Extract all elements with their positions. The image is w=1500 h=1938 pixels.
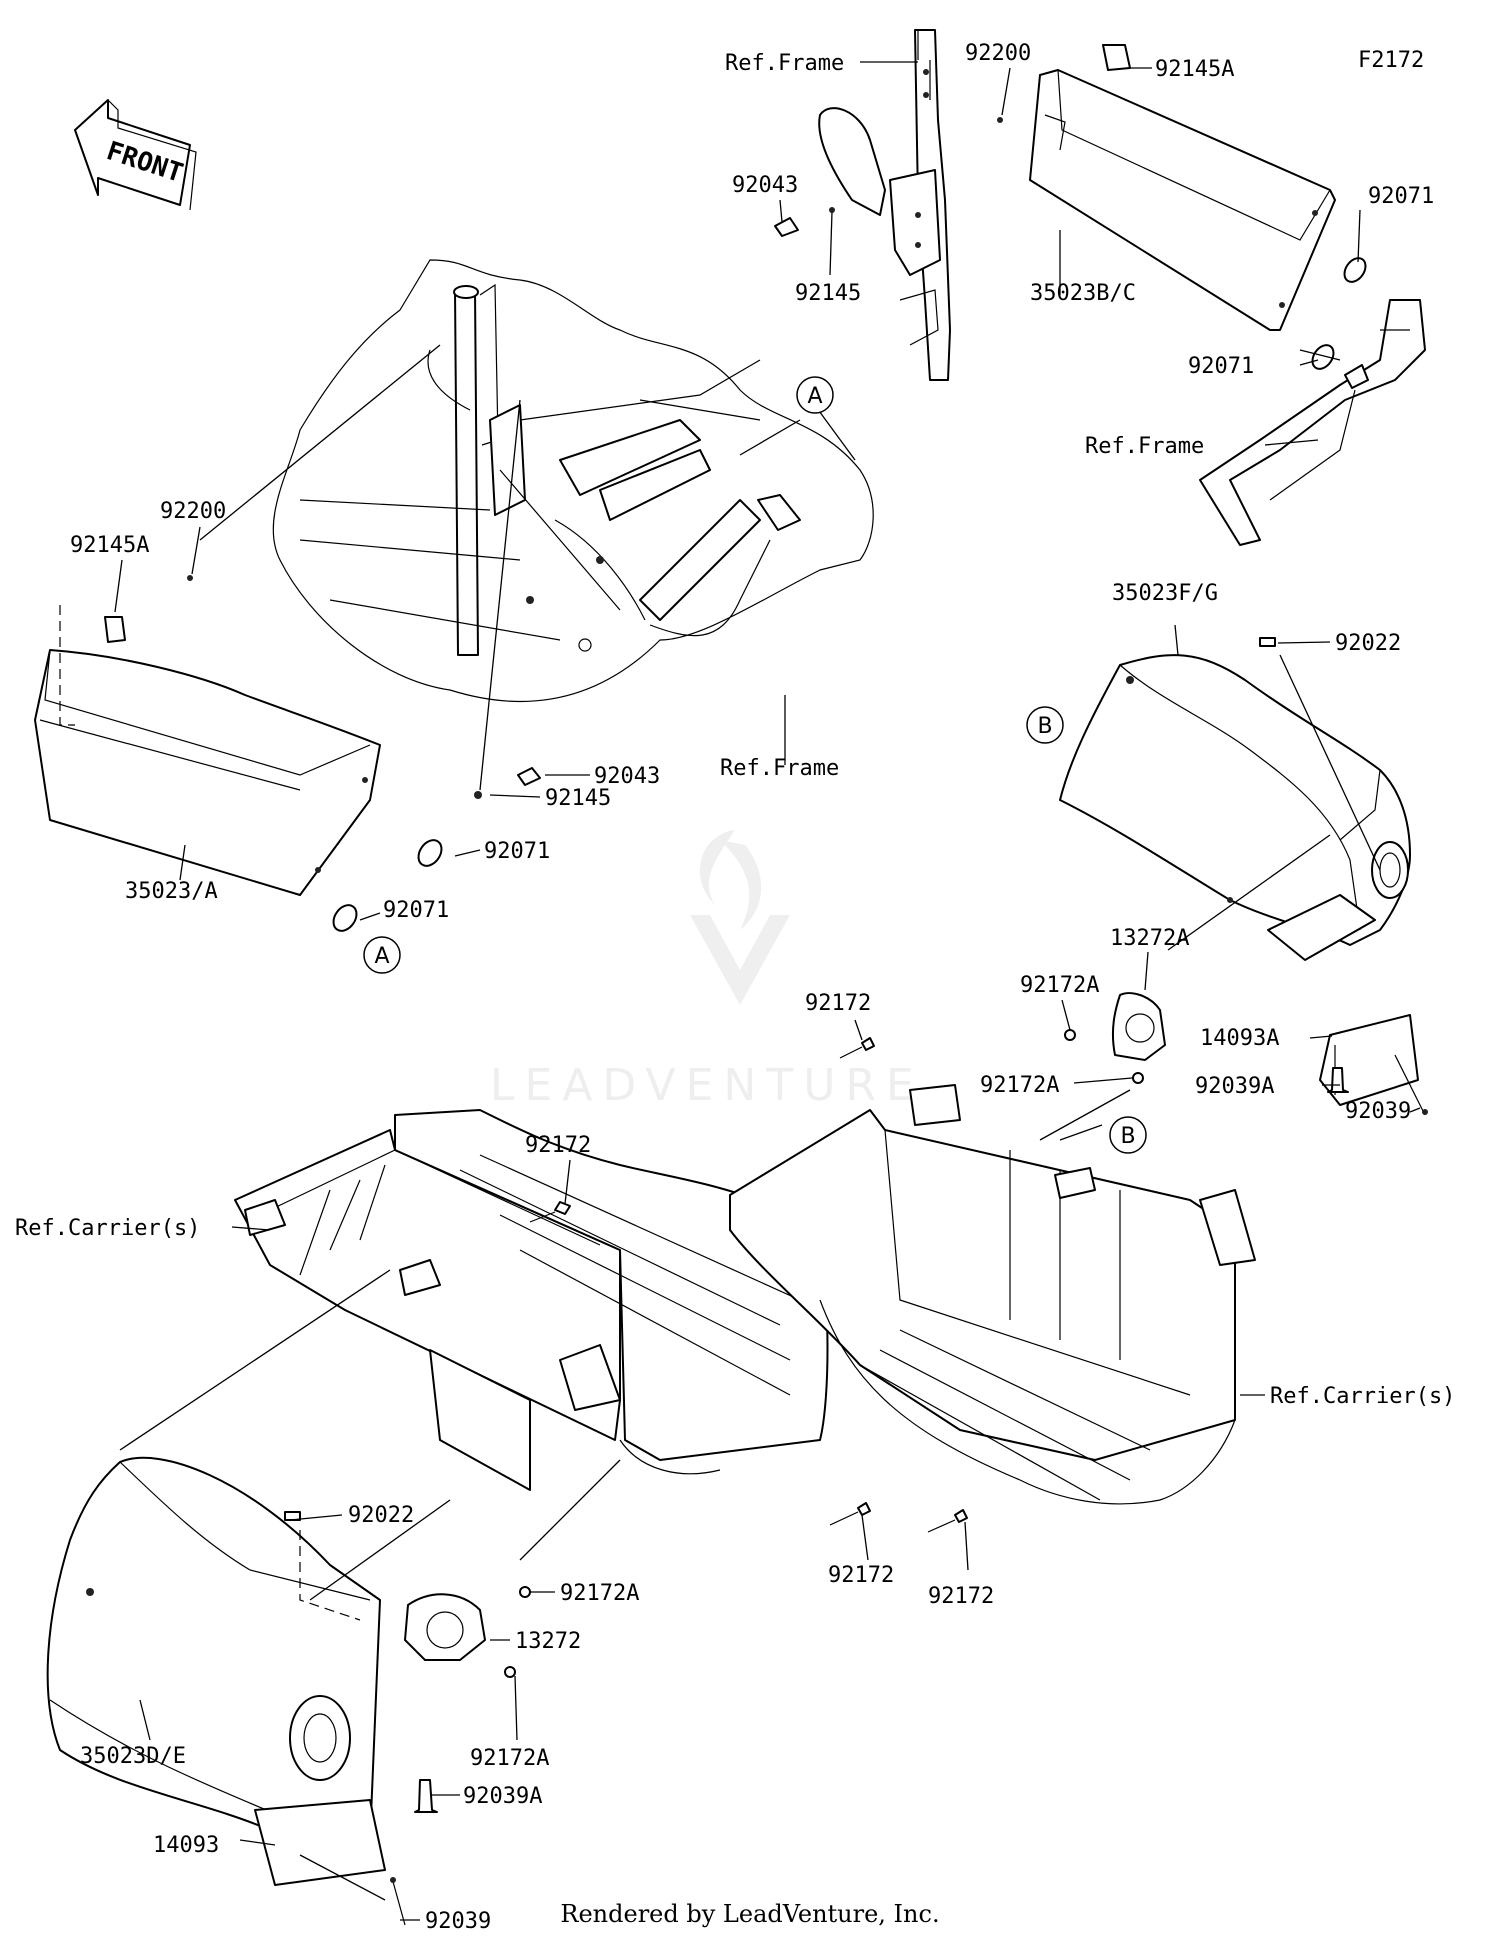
label-92172-top: 92172 [805,991,871,1016]
label-ref-frame-center: Ref.Frame [720,756,839,781]
label-92071-top-a: 92071 [1368,184,1434,209]
screw-92172a-right-a [1064,1029,1076,1041]
svg-text:B: B [1120,1124,1135,1149]
label-92172a-left-a: 92172A [560,1581,639,1606]
screw-92172a-left-b [504,1666,516,1678]
label-92039a-left: 92039A [463,1784,542,1809]
side-panel-35023bc [1029,44,1336,331]
front-direction-arrow: FRONT [74,99,197,211]
frame-bracket-top [818,29,951,381]
label-92071-left-a: 92071 [484,839,550,864]
label-92145a-left: 92145A [70,533,149,558]
label-14093a: 14093A [1200,1026,1279,1051]
screw-92043-center [517,767,541,786]
label-35023de: 35023D/E [80,1744,186,1769]
figure-id: F2172 [1358,48,1425,73]
callout-a-top: A [796,376,834,414]
washer-92200-top [997,117,1003,123]
rivet-92039a-left [414,1779,438,1813]
rear-fender-35023de [46,1456,386,1886]
label-35023bc: 35023B/C [1030,281,1136,306]
svg-text:A: A [374,944,389,969]
screw-92172-b [839,1037,875,1059]
washer-92200-left [187,575,193,581]
label-92071-left-b: 92071 [383,898,449,923]
screw-92172a-left-a [519,1586,531,1598]
screw-92172-a [529,1201,571,1223]
bracket-13272a [1111,992,1166,1061]
grommet-92071-top-a [1343,257,1367,283]
label-92172a-left-b: 92172A [470,1746,549,1771]
rivet-92039a-right [1327,1067,1349,1093]
vehicle-frame-center [272,259,874,703]
label-92043-top: 92043 [732,173,798,198]
label-92200-top: 92200 [965,41,1031,66]
clip-92022-right [1259,637,1276,647]
label-92022-right: 92022 [1335,631,1401,656]
grommet-92071-top-b [1311,344,1335,370]
clip-92022-left [284,1511,301,1521]
cargo-carrier-left [234,1109,829,1491]
label-ref-frame-top: Ref.Frame [725,51,844,76]
label-35023a: 35023/A [125,879,218,904]
label-ref-frame-right: Ref.Frame [1085,434,1204,459]
callout-b-right: B [1026,706,1064,744]
grommet-92071-left-b [332,904,358,932]
label-92043-center: 92043 [594,764,660,789]
label-92071-top-b: 92071 [1188,354,1254,379]
watermark-text: LEADVENTURE [490,1060,924,1111]
render-credit: Rendered by LeadVenture, Inc. [560,1900,940,1928]
part-labels: Ref.Frame 92200 92145A 92043 92145 35023… [15,41,1455,1934]
side-panel-35023a [34,605,381,896]
label-35023fg: 35023F/G [1112,581,1218,606]
leader-lines [114,61,1421,1921]
label-92145a-top: 92145A [1155,57,1234,82]
svg-text:B: B [1037,714,1052,739]
label-92172-carrier-right: 92172 [928,1584,994,1609]
label-13272a: 13272A [1110,926,1189,951]
bracket-13272 [404,1593,486,1661]
washer-92145-center [474,791,482,799]
cargo-carrier-right [729,1084,1256,1505]
callout-a-left: A [363,936,401,974]
watermark-logo: LEADVENTURE [490,830,924,1111]
label-92200-left: 92200 [160,499,226,524]
rivet-92039-left [390,1877,406,1926]
svg-text:A: A [807,384,822,409]
label-92172a-right-a: 92172A [1020,973,1099,998]
screw-92172a-right-b [1132,1072,1144,1084]
label-92172-carrier-mid: 92172 [828,1563,894,1588]
label-92039-right: 92039 [1345,1099,1411,1124]
label-92172-carrier-left: 92172 [525,1133,591,1158]
label-92145-top: 92145 [795,281,861,306]
callout-b-bottom: B [1109,1116,1147,1154]
label-92172a-right-b: 92172A [980,1073,1059,1098]
screw-92172-d [927,1509,968,1533]
label-92022-left: 92022 [348,1503,414,1528]
rear-fender-35023fg [1059,654,1411,961]
label-92039a-right: 92039A [1195,1074,1274,1099]
label-14093: 14093 [153,1833,219,1858]
label-92145-center: 92145 [545,786,611,811]
label-ref-carrier-right: Ref.Carrier(s) [1270,1384,1455,1409]
label-ref-carrier-left: Ref.Carrier(s) [15,1216,200,1241]
frame-bracket-right [1199,299,1426,546]
screw-92043-top [774,217,799,237]
washer-92145-top [829,207,835,213]
grommet-92071-left-a [417,839,443,867]
screw-92172-c [829,1502,871,1526]
rivet-92039-right [1394,1054,1428,1116]
label-92039-left: 92039 [425,1909,491,1934]
label-13272: 13272 [515,1629,581,1654]
